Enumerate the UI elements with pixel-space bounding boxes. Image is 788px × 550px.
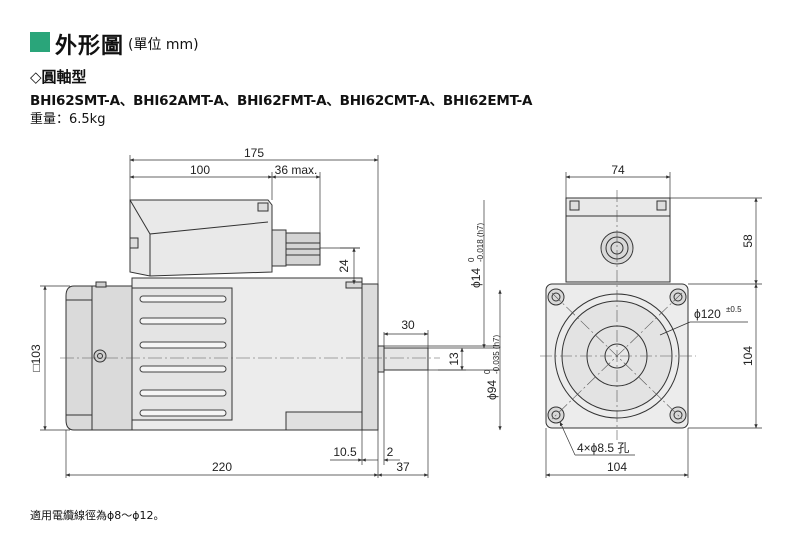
dim-175: 175: [244, 146, 264, 160]
dim-36-max: 36 max.: [275, 163, 318, 177]
dim-104-width: 104: [607, 460, 627, 474]
pilot-tol-upper: 0: [483, 369, 492, 374]
dim-pilot-94: ϕ94 0 -0.035 (h7): [483, 335, 501, 400]
dim-pcd-120: ϕ120: [694, 307, 721, 321]
dim-shaft-14: ϕ14 0 -0.018 (h7): [467, 223, 485, 288]
page-title: 外形圖: [55, 34, 125, 59]
dim-30: 30: [401, 318, 415, 332]
shaft-tol-upper: 0: [467, 257, 476, 262]
dim-square-103: □103: [29, 344, 43, 372]
unit-label: (單位 mm): [128, 37, 199, 53]
weight-label: 重量：6.5kg: [30, 112, 106, 127]
section-marker-icon: [30, 32, 50, 52]
dim-220: 220: [212, 460, 232, 474]
dim-58: 58: [741, 234, 755, 248]
dim-13: 13: [447, 352, 461, 366]
dim-holes: 4×ϕ8.5 孔: [577, 441, 629, 455]
dim-24: 24: [337, 259, 351, 273]
pilot-tol-lower: -0.035 (h7): [492, 335, 501, 374]
dim-pcd-tol: ±0.5: [726, 305, 742, 314]
dim-104-height: 104: [741, 346, 755, 366]
shaft-dia-label: ϕ14: [469, 268, 483, 288]
dim-100: 100: [190, 163, 210, 177]
pilot-dia-label: ϕ94: [485, 380, 499, 400]
model-list: BHI62SMT-A、BHI62AMT-A、BHI62FMT-A、BHI62CM…: [30, 93, 533, 109]
dim-74: 74: [611, 163, 625, 177]
dim-37: 37: [396, 460, 410, 474]
dim-2: 2: [387, 445, 394, 459]
footnote: 適用電纜線徑為ϕ8～ϕ12。: [30, 509, 165, 522]
dim-10-5: 10.5: [333, 445, 357, 459]
shaft-tol-lower: -0.018 (h7): [476, 223, 485, 262]
variant-label: ◇圓軸型: [30, 68, 87, 86]
motor-side-view: [65, 199, 429, 431]
